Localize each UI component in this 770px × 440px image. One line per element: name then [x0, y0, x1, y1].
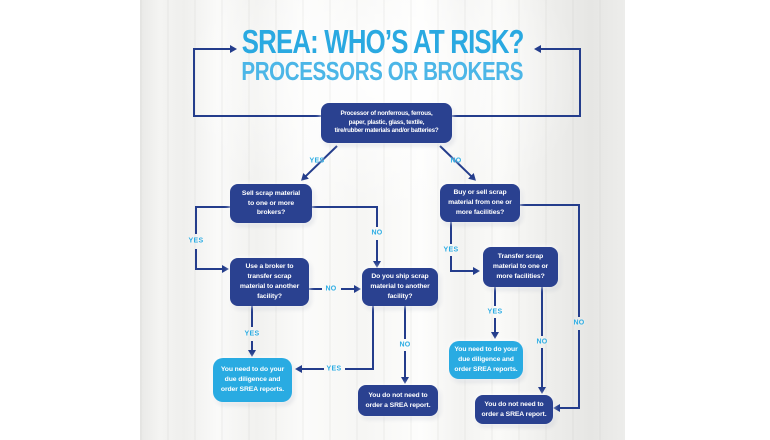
- node-buy-question: Buy or sell scrap material from one or m…: [440, 184, 520, 222]
- edge-sell-yes-horizontal: [196, 206, 232, 208]
- node-result-need-reports-left: You need to do your due diligence and or…: [213, 358, 292, 402]
- edge-buy-no-into-result: [560, 407, 580, 409]
- edge-broker-no-left: [308, 288, 322, 290]
- edge-ship-yes-horizontal-left: [302, 368, 324, 370]
- node-sell-question: Sell scrap material to one or more broke…: [230, 184, 312, 223]
- arrow-into-title-right-icon: [534, 45, 541, 53]
- arrow-into-need-right-icon: [491, 332, 499, 339]
- title-line1: SREA: WHO’S AT RISK?: [241, 23, 525, 60]
- arrow-into-need-left-top-icon: [248, 350, 256, 357]
- label-buy-yes: YES: [443, 246, 459, 254]
- edge-ship-yes-horizontal-right: [345, 368, 374, 370]
- edge-ship-no-vertical-bottom: [404, 351, 406, 378]
- node-result-no-report-middle: You do not need to order a SREA report.: [358, 385, 438, 416]
- edge-sell-yes-into-broker: [195, 268, 223, 270]
- edge-buy-yes-vertical-top: [450, 222, 452, 244]
- edge-sell-yes-vertical-top: [195, 206, 197, 234]
- arrow-into-transfer-icon: [473, 267, 480, 275]
- node-broker-question: Use a broker to transfer scrap material …: [230, 258, 309, 306]
- edge-sell-no-vertical-bottom: [376, 240, 378, 262]
- label-transfer-no: NO: [536, 338, 548, 346]
- edge-transfer-no-vertical-bottom: [541, 348, 543, 388]
- label-broker-no: NO: [325, 285, 337, 293]
- title-block: SREA: WHO’S AT RISK? PROCESSORS OR BROKE…: [140, 23, 625, 86]
- edge-processor-left-horizontal: [193, 115, 323, 117]
- arrow-into-ship-left-icon: [354, 285, 361, 293]
- edge-title-right-vertical: [579, 48, 581, 117]
- arrow-into-title-left-icon: [230, 45, 237, 53]
- arrow-into-broker-icon: [222, 265, 229, 273]
- label-ship-no: NO: [399, 341, 411, 349]
- edge-ship-no-vertical-top: [404, 306, 406, 339]
- node-transfer-question: Transfer scrap material to one or more f…: [483, 247, 558, 287]
- node-result-need-reports-right: You need to do your due diligence and or…: [449, 341, 523, 379]
- edge-broker-yes-vertical-bottom: [251, 341, 253, 351]
- arrow-into-need-left-side-icon: [295, 365, 302, 373]
- edge-buy-yes-vertical-bottom: [450, 256, 452, 272]
- edge-broker-no-right: [341, 288, 355, 290]
- edge-broker-yes-vertical-top: [251, 306, 253, 327]
- edge-title-left-horizontal: [193, 48, 230, 50]
- edge-ship-yes-vertical: [372, 306, 374, 369]
- edge-buy-no-vertical-bottom: [578, 330, 580, 408]
- edge-transfer-yes-vertical-bottom: [494, 318, 496, 333]
- edge-transfer-yes-vertical-top: [494, 286, 496, 306]
- edge-sell-yes-vertical-bottom: [195, 249, 197, 269]
- label-sell-yes: YES: [188, 237, 204, 245]
- label-transfer-yes: YES: [487, 308, 503, 316]
- arrow-into-no-need-mid-icon: [401, 377, 409, 384]
- node-processor-question: Processor of nonferrous, ferrous, paper,…: [321, 103, 452, 143]
- edge-sell-no-vertical-top: [376, 206, 378, 227]
- label-ship-yes: YES: [326, 365, 342, 373]
- node-result-no-report-right: You do not need to order a SREA report.: [475, 395, 553, 424]
- edge-title-right-horizontal: [541, 48, 581, 50]
- edge-sell-no-horizontal: [312, 206, 377, 208]
- title-line2: PROCESSORS OR BROKERS: [241, 56, 524, 86]
- label-broker-yes: YES: [244, 330, 260, 338]
- edge-buy-no-horizontal: [519, 204, 580, 206]
- edge-buy-yes-horizontal: [450, 270, 474, 272]
- arrow-into-ship-top-icon: [373, 261, 381, 268]
- node-ship-question: Do you ship scrap material to another fa…: [362, 268, 438, 306]
- label-sell-no: NO: [371, 229, 383, 237]
- label-buy-no: NO: [573, 319, 585, 327]
- label-processor-no: NO: [450, 157, 462, 165]
- edge-processor-right-horizontal: [452, 115, 581, 117]
- edge-transfer-no-vertical-top: [541, 286, 543, 336]
- label-processor-yes: YES: [309, 157, 325, 165]
- edge-buy-no-vertical-top: [578, 204, 580, 317]
- arrow-into-no-need-right-side-icon: [553, 404, 560, 412]
- edge-title-left-vertical: [193, 48, 195, 117]
- arrow-into-no-need-right-top-icon: [538, 387, 546, 394]
